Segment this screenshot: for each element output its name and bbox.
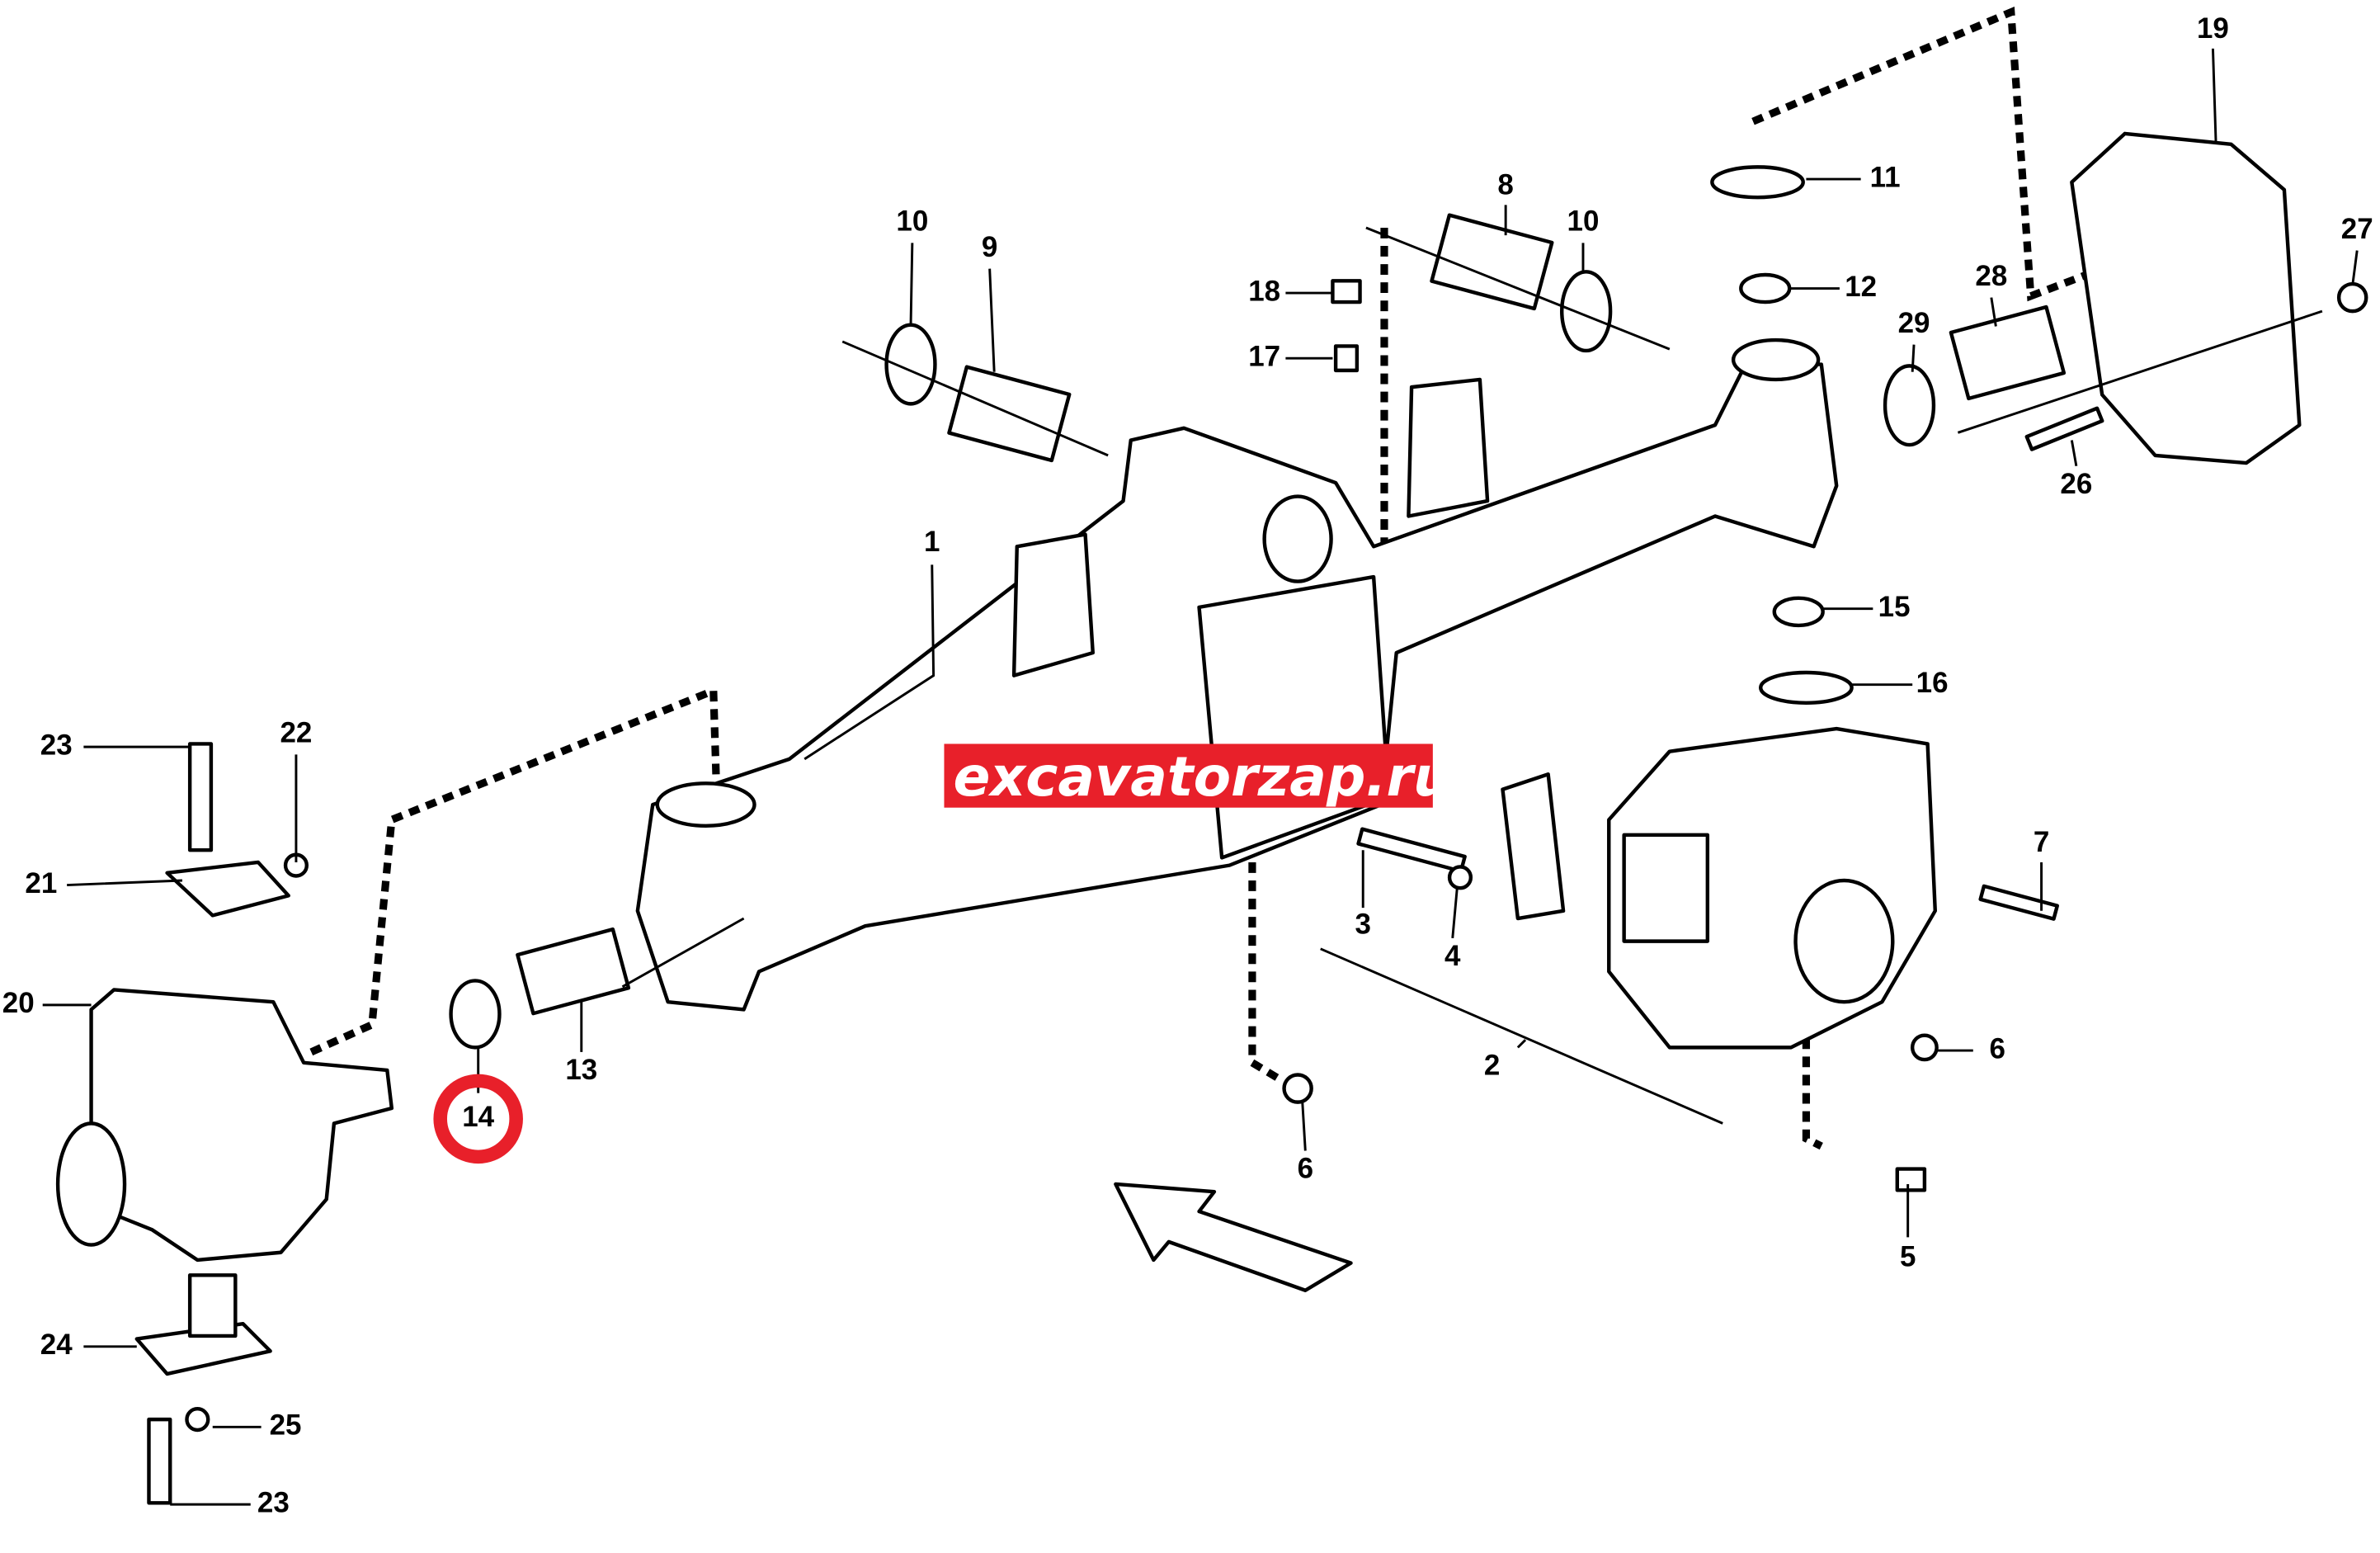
callout-12: 12	[1845, 271, 1877, 303]
callout-23b: 23	[257, 1486, 290, 1518]
callout-25: 25	[270, 1409, 302, 1442]
callout-28: 28	[1975, 260, 2007, 292]
callout-23: 23	[40, 729, 73, 761]
callout-6b: 6	[1298, 1153, 1313, 1185]
callout-5: 5	[1900, 1240, 1916, 1272]
callout-4: 4	[1444, 940, 1461, 972]
callout-29: 29	[1898, 307, 1930, 339]
callout-7: 7	[2034, 826, 2049, 858]
callout-18: 18	[1248, 275, 1280, 307]
watermark-text: excavatorzap.ru	[954, 745, 1453, 809]
callout-27: 27	[2341, 213, 2373, 245]
callout-3: 3	[1355, 908, 1371, 940]
callout-24: 24	[40, 1329, 73, 1361]
callout-10b: 10	[1567, 205, 1600, 238]
callout-26: 26	[2060, 468, 2092, 500]
callout-1: 1	[924, 526, 940, 558]
leader-lines	[42, 48, 2359, 1506]
callout-17: 17	[1248, 340, 1280, 372]
parts	[55, 131, 2368, 1505]
highlight-circle	[433, 1074, 523, 1164]
callout-13: 13	[565, 1054, 597, 1086]
callout-16: 16	[1916, 667, 1949, 699]
callout-10: 10	[896, 205, 928, 238]
callout-14: 14	[462, 1101, 494, 1133]
watermark: excavatorzap.ru	[944, 743, 1452, 809]
callout-9: 9	[982, 231, 997, 263]
callout-20: 20	[2, 987, 35, 1019]
callout-15: 15	[1878, 591, 1911, 623]
callout-labels: 1 2 3 4 5 6 6 7 8 9 10 10 11 12 13 14 15…	[2, 12, 2373, 1518]
callout-19: 19	[2197, 12, 2229, 45]
callout-22: 22	[280, 717, 312, 749]
callout-21: 21	[25, 867, 57, 899]
callout-11: 11	[1870, 161, 1901, 193]
direction-arrow	[1114, 1182, 1353, 1292]
callout-2: 2	[1484, 1050, 1500, 1082]
callout-8: 8	[1497, 169, 1513, 201]
callout-6: 6	[1989, 1032, 2005, 1064]
